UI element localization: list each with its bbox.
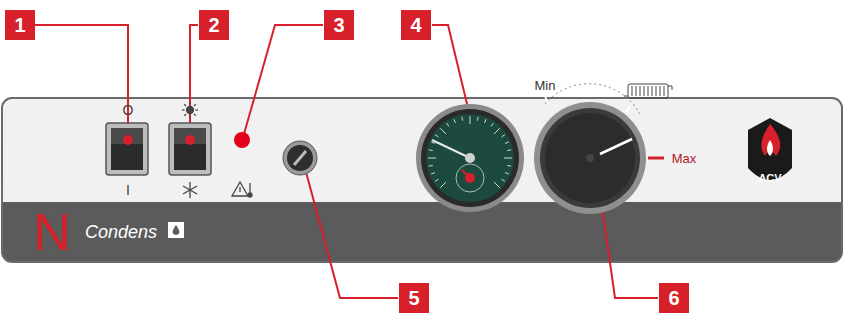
- callout-number: 2: [199, 10, 229, 40]
- snowflake-icon: [183, 182, 197, 198]
- summer-winter-switch: [169, 123, 211, 175]
- acv-logo: [748, 118, 792, 180]
- callout-number: 5: [399, 283, 429, 313]
- model-name: Condens: [85, 223, 157, 241]
- overheat-symbol: [232, 182, 252, 197]
- leader-lines: [35, 25, 658, 298]
- sun-icon: [182, 102, 198, 118]
- callout-number: 1: [5, 10, 35, 40]
- reset-knob: [283, 141, 317, 175]
- boiler-thermostat: [534, 84, 664, 214]
- on-mark: I: [126, 183, 130, 197]
- callout-number: 3: [324, 10, 354, 40]
- min-mark: Min: [535, 79, 556, 92]
- main-switch: [106, 123, 148, 175]
- callout-number: 6: [659, 283, 689, 313]
- brand-letter: N: [33, 206, 71, 258]
- max-mark: Max: [672, 152, 697, 165]
- callout-number: 4: [401, 10, 431, 40]
- overheat-lamp: [234, 132, 250, 148]
- brand-name: ACV: [758, 173, 781, 184]
- panel-outline: [2, 98, 842, 262]
- panel-body: [2, 98, 842, 262]
- thermomanometer: [416, 104, 524, 212]
- radiator-icon: [624, 84, 672, 98]
- off-mark: O: [123, 103, 134, 117]
- condensing-badge: [168, 222, 184, 238]
